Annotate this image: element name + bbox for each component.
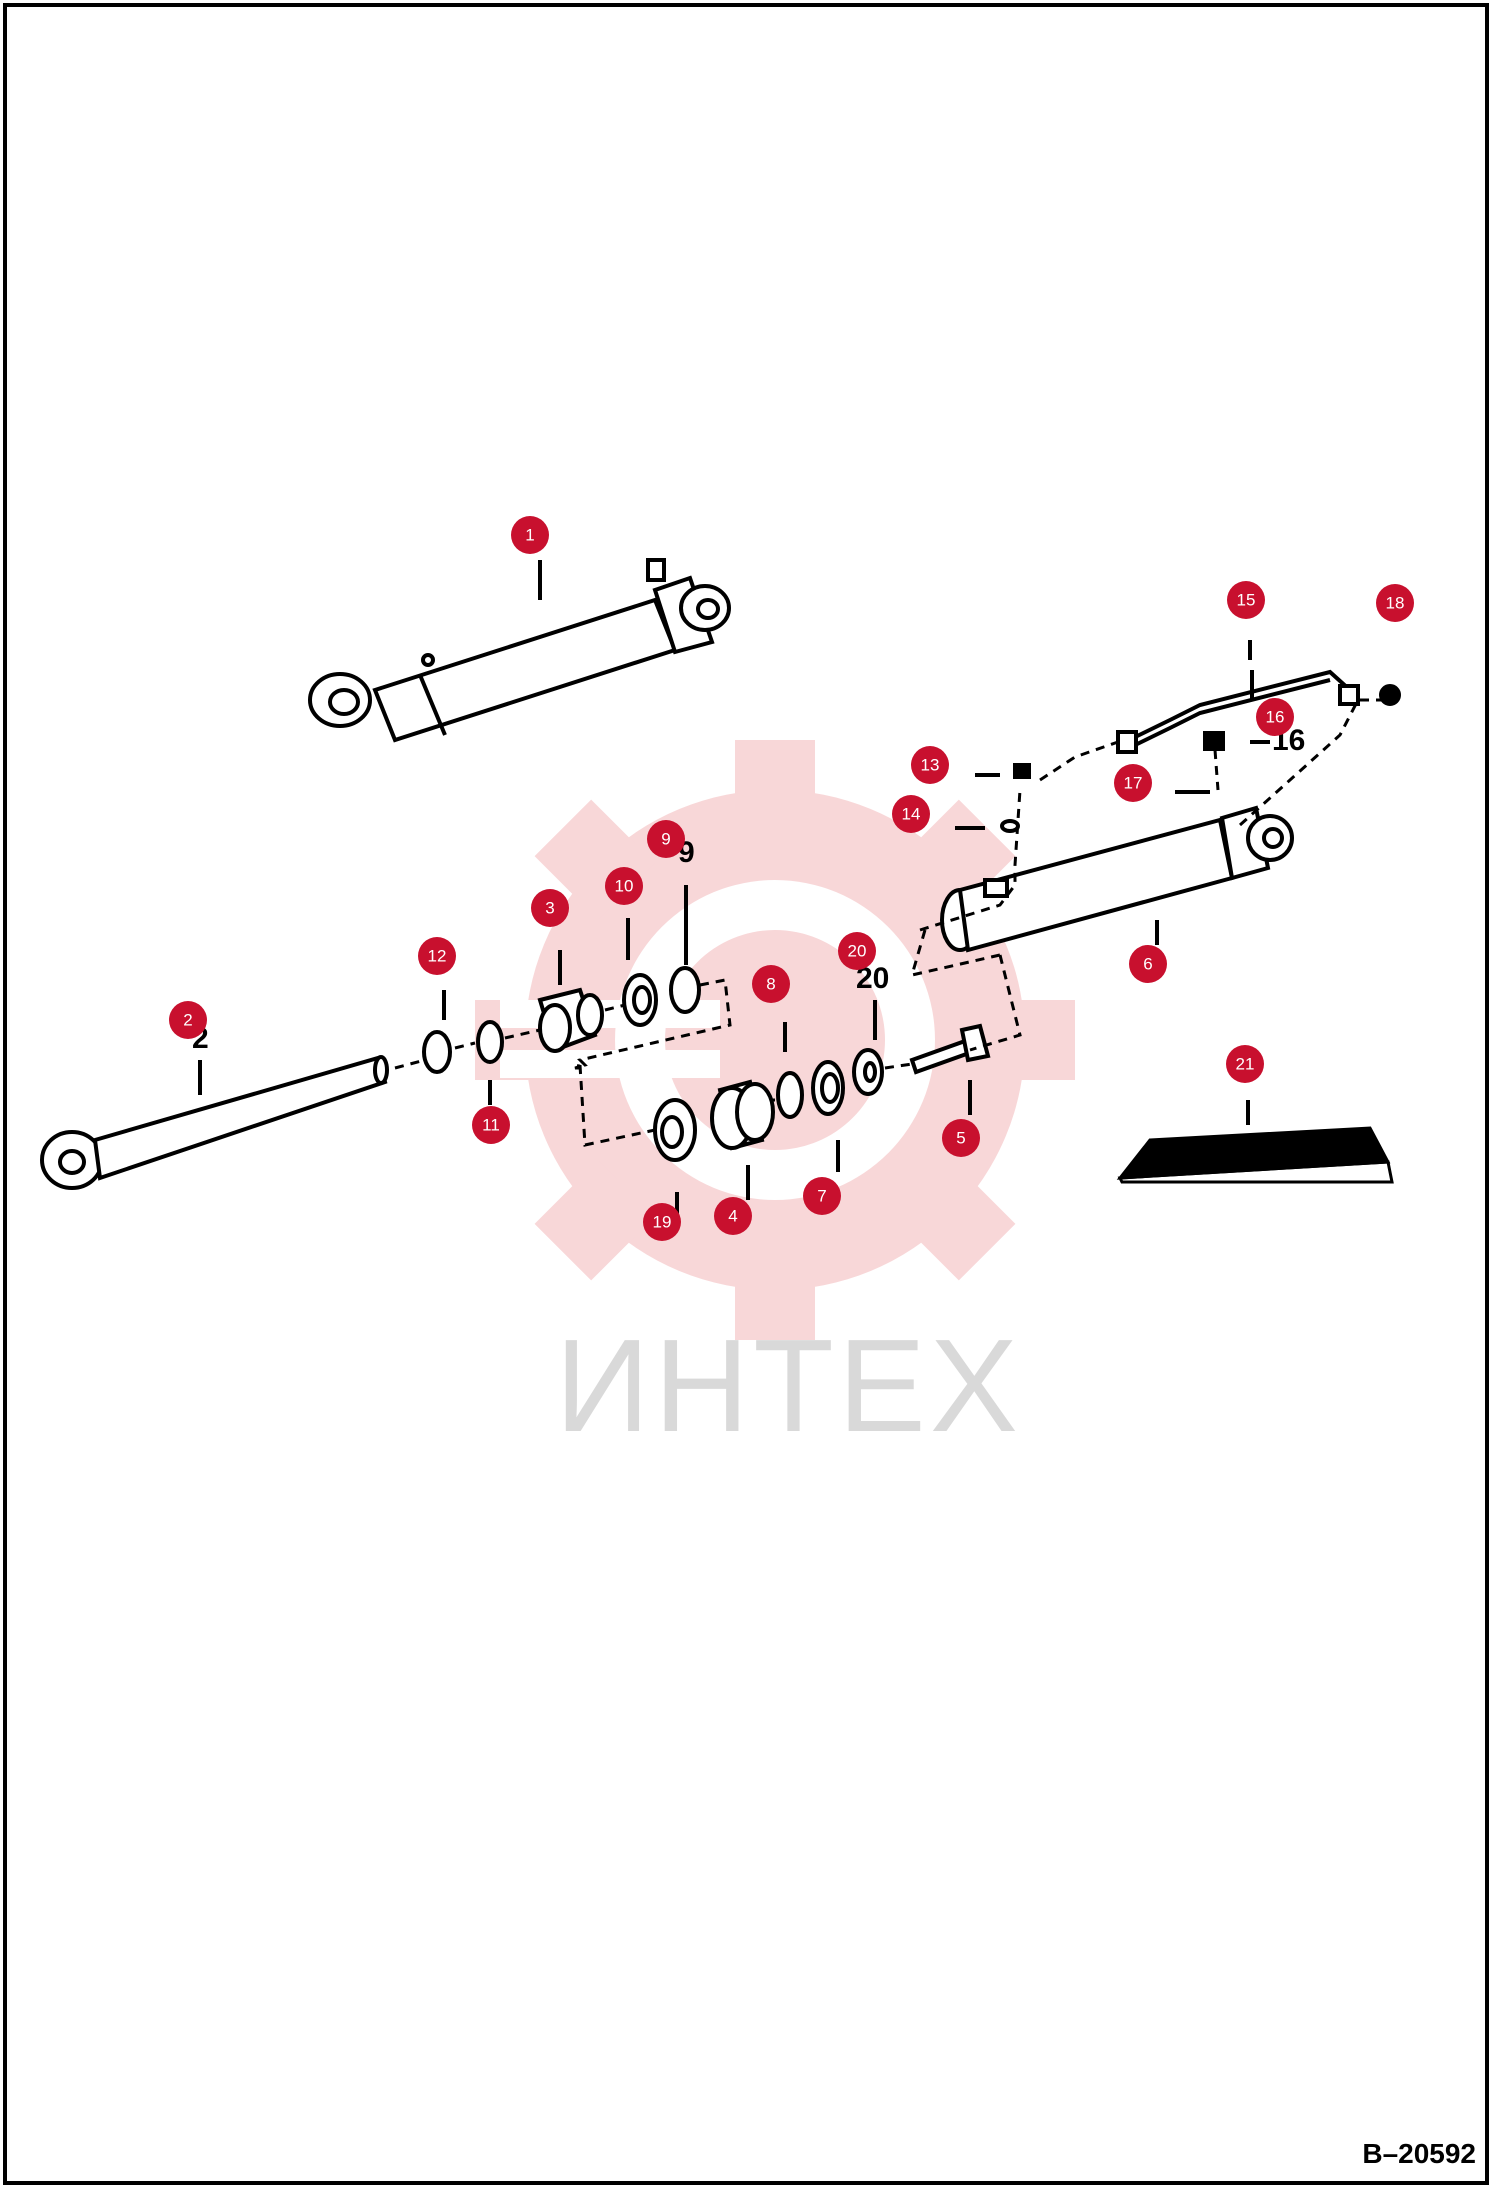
callout-label: 7	[817, 1187, 826, 1206]
gear-tooth	[895, 1160, 1016, 1281]
seal-parts	[422, 966, 991, 1162]
gear-tooth	[534, 1160, 655, 1281]
callout-label: 18	[1386, 594, 1405, 613]
printed-part-numbers: 2 9 16 20	[192, 724, 1305, 1055]
callout-label: 12	[428, 947, 447, 966]
callout-label: 9	[661, 830, 670, 849]
callout-5[interactable]: 5	[942, 1119, 980, 1157]
callout-11[interactable]: 11	[472, 1106, 510, 1144]
callout-label: 16	[1266, 708, 1285, 727]
callout-6[interactable]: 6	[1129, 945, 1167, 983]
callout-17[interactable]: 17	[1114, 764, 1152, 802]
callout-label: 14	[902, 805, 921, 824]
callout-label: 2	[183, 1011, 192, 1030]
callout-8[interactable]: 8	[752, 965, 790, 1003]
seal-kit-sheet	[1116, 1126, 1394, 1184]
callout-2[interactable]: 2	[169, 1001, 207, 1039]
leader-lines	[198, 560, 1270, 1222]
callout-14[interactable]: 14	[892, 795, 930, 833]
callout-20[interactable]: 20	[838, 932, 876, 970]
callout-16[interactable]: 16	[1256, 698, 1294, 736]
callout-label: 6	[1143, 955, 1152, 974]
callout-21[interactable]: 21	[1226, 1045, 1264, 1083]
gear-tooth	[735, 1250, 815, 1340]
callout-label: 5	[956, 1129, 965, 1148]
callout-label: 20	[848, 942, 867, 961]
callout-label: 8	[766, 975, 775, 994]
callout-12[interactable]: 12	[418, 937, 456, 975]
callout-13[interactable]: 13	[911, 746, 949, 784]
callout-label: 4	[728, 1207, 737, 1226]
callout-label: 13	[921, 756, 940, 775]
assembled-cylinder	[308, 558, 731, 743]
drawing-number: B–20592	[1362, 2138, 1476, 2169]
explode-lines	[394, 698, 1385, 1147]
callout-4[interactable]: 4	[714, 1197, 752, 1235]
callout-label: 3	[545, 899, 554, 918]
hydraulic-tube	[1000, 669, 1401, 833]
callout-label: 10	[615, 877, 634, 896]
callout-label: 11	[482, 1116, 500, 1135]
callout-9[interactable]: 9	[647, 820, 685, 858]
callout-label: 21	[1236, 1055, 1255, 1074]
callout-19[interactable]: 19	[643, 1203, 681, 1241]
callout-label: 17	[1124, 774, 1143, 793]
callout-3[interactable]: 3	[531, 889, 569, 927]
callouts: 1 2 3 4 5 6 7 8	[169, 516, 1414, 1241]
callout-15[interactable]: 15	[1227, 581, 1265, 619]
callout-18[interactable]: 18	[1376, 584, 1414, 622]
callout-label: 15	[1237, 591, 1256, 610]
callout-7[interactable]: 7	[803, 1177, 841, 1215]
watermark-text: ИНТЕХ	[555, 1312, 1022, 1459]
gear-tooth	[735, 740, 815, 830]
callout-1[interactable]: 1	[511, 516, 549, 554]
callout-10[interactable]: 10	[605, 867, 643, 905]
callout-label: 19	[653, 1213, 672, 1232]
piston-rod	[40, 1055, 389, 1190]
gear-tooth	[895, 799, 1016, 920]
callout-label: 1	[525, 526, 534, 545]
cylinder-barrel	[940, 805, 1294, 953]
gear-tooth	[985, 1000, 1075, 1080]
drawing-frame	[3, 3, 1489, 2185]
